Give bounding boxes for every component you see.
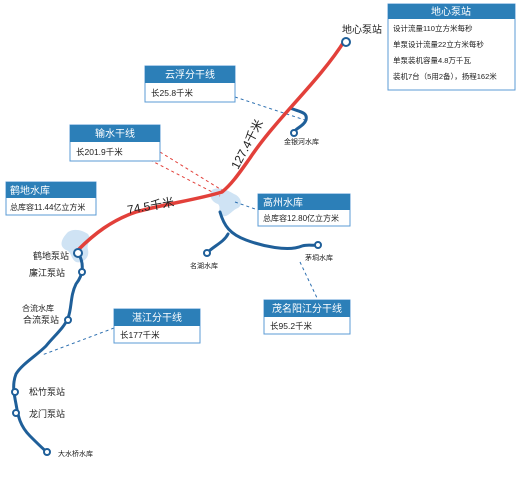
shushui-callout: 输水干线 长201.9千米 — [69, 124, 161, 162]
zhanjiang-branch — [12, 251, 84, 454]
label-heliu-station: 合流泵站 — [23, 314, 59, 325]
lianjiang-marker — [78, 268, 86, 276]
gaozhou-reservoir-lake — [210, 188, 241, 217]
shushui-callout-title: 输水干线 — [95, 127, 135, 140]
info-panel-line: 装机7台（5用2备），扬程162米 — [393, 71, 497, 81]
hedi-station-marker — [73, 248, 83, 258]
leader-zhanjiang — [41, 327, 115, 356]
label-minghu: 名湖水库 — [190, 261, 218, 270]
hedi-callout-detail: 总库容11.44亿立方米 — [10, 202, 85, 212]
label-heliu-reservoir: 合流水库 — [22, 303, 54, 313]
zhanjiang-callout-detail: 长177千米 — [120, 330, 160, 340]
label-lianjiang: 廉江泵站 — [29, 267, 65, 278]
maoming-callout-header — [264, 300, 350, 317]
label-jinyinhe: 金银河水库 — [284, 137, 319, 146]
label-dashuiqiao: 大水桥水库 — [58, 449, 93, 458]
maoming-callout-title: 茂名阳江分干线 — [272, 302, 342, 315]
yunfu-branch — [288, 106, 308, 134]
station-markers — [11, 37, 351, 456]
info-panel-header — [388, 4, 515, 19]
shushui-callout-detail: 长201.9千米 — [76, 147, 123, 157]
label-maodong: 茅垌水库 — [305, 253, 333, 262]
leader-yunfu — [234, 96, 306, 121]
longmen-marker — [12, 409, 20, 417]
dashuiqiao-marker — [43, 448, 51, 456]
info-panel-line: 单泵设计流量22立方米每秒 — [393, 39, 484, 49]
yunfu-callout-title: 云浮分干线 — [165, 68, 215, 81]
gaozhou-callout-title: 高州水库 — [263, 196, 303, 209]
info-panel-title: 地心泵站 — [431, 5, 471, 18]
heliu-station-marker — [64, 316, 72, 324]
leader-lines — [41, 96, 319, 356]
hedi-callout-title: 鹤地水库 — [10, 184, 50, 197]
hedi-callout-header — [6, 182, 96, 198]
maoming-callout: 茂名阳江分干线 长95.2千米 — [263, 299, 351, 335]
label-dixin: 地心泵站 — [342, 23, 382, 36]
maodong-marker — [314, 241, 322, 249]
hedi-callout: 鹤地水库 总库容11.44亿立方米 — [5, 181, 97, 216]
yunfu-callout-header — [145, 66, 235, 83]
info-panel-line: 设计流量110立方米每秒 — [393, 23, 473, 33]
minghu-branch — [206, 232, 230, 254]
yunfu-callout-detail: 长25.8千米 — [151, 88, 194, 98]
songzhu-marker — [11, 388, 19, 396]
leader-gaozhou — [234, 201, 259, 211]
label-songzhu: 松竹泵站 — [29, 386, 65, 397]
dixin-info-panel: 地心泵站 设计流量110立方米每秒 单泵设计流量22立方米每秒 单泵装机容量4.… — [387, 3, 516, 91]
maoming-callout-detail: 长95.2千米 — [270, 321, 313, 331]
label-longmen: 龙门泵站 — [29, 408, 65, 419]
shushui-callout-header — [70, 125, 160, 142]
info-panel-line: 单泵装机容量4.8万千瓦 — [393, 55, 471, 65]
maoming-branch — [218, 210, 320, 250]
branch-lines — [12, 106, 320, 454]
station-labels: 地心泵站 金银河水库 鹤地泵站 廉江泵站 合流水库 合流泵站 松竹泵站 龙门泵站… — [22, 23, 382, 458]
zhanjiang-callout: 湛江分干线 长177千米 — [113, 308, 201, 344]
yunfu-callout: 云浮分干线 长25.8千米 — [144, 65, 236, 103]
leader-shushui-2 — [149, 159, 221, 197]
zhanjiang-callout-title: 湛江分干线 — [132, 311, 182, 324]
main-trunk-line — [76, 38, 347, 252]
zhanjiang-callout-header — [114, 309, 200, 326]
gaozhou-callout-detail: 总库容12.80亿立方米 — [263, 213, 339, 223]
minghu-marker — [203, 249, 211, 257]
gaozhou-callout: 高州水库 总库容12.80亿立方米 — [257, 193, 351, 227]
leader-shushui-1 — [159, 151, 226, 193]
gaozhou-callout-header — [258, 194, 350, 210]
jinyinhe-marker — [290, 129, 298, 137]
label-hedi-station: 鹤地泵站 — [33, 250, 69, 261]
trunk-length-lower: 74.5千米 — [126, 195, 175, 217]
dixin-marker — [341, 37, 351, 47]
leader-maoming — [299, 261, 319, 301]
